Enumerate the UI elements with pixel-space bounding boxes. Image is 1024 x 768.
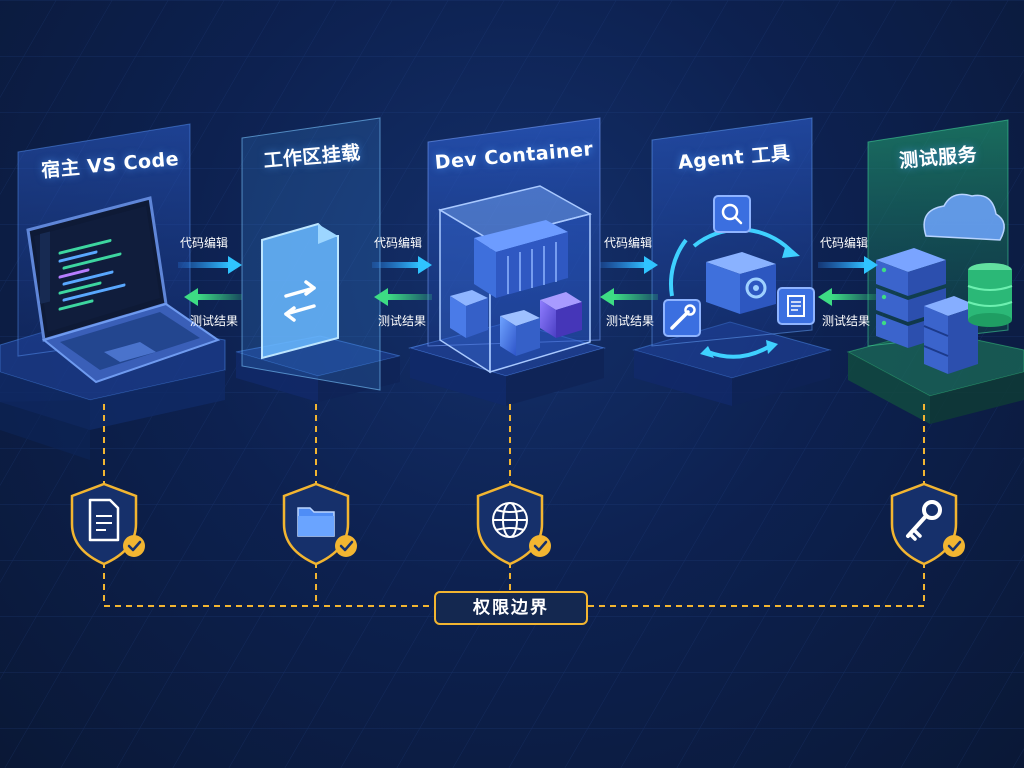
connector-arrows-2: [372, 256, 432, 306]
shield-key: [890, 482, 965, 566]
connector-4-backward-label: 测试结果: [822, 314, 871, 328]
shield-document: [70, 482, 145, 566]
connector-3-forward-label: 代码编辑: [604, 236, 653, 250]
folder-sync-icon: [261, 222, 339, 360]
agent-tools-icon: [663, 195, 815, 359]
connector-arrows-3: [600, 256, 658, 306]
document-icon: [88, 498, 120, 542]
connector-1-backward-label: 测试结果: [190, 314, 239, 328]
check-badge-icon: [943, 535, 965, 557]
connector-2-backward-label: 测试结果: [378, 314, 427, 328]
check-badge-icon: [123, 535, 145, 557]
shield-globe: [476, 482, 551, 566]
key-icon: [906, 500, 942, 541]
check-badge-icon: [529, 535, 551, 557]
container-icon: [438, 185, 592, 374]
connector-2-forward-label: 代码编辑: [374, 236, 423, 250]
laptop-icon: [26, 196, 221, 384]
globe-icon: [492, 502, 528, 538]
folder-icon: [297, 507, 335, 537]
shield-folder: [282, 482, 357, 566]
connector-arrows-1: [178, 256, 242, 306]
connector-3-backward-label: 测试结果: [606, 314, 655, 328]
permission-boundary-label: 权限边界: [434, 591, 588, 625]
connector-arrows-4: [818, 256, 878, 306]
connector-4-forward-label: 代码编辑: [820, 236, 869, 250]
server-cloud-icon: [876, 193, 1013, 374]
check-badge-icon: [335, 535, 357, 557]
connector-1-forward-label: 代码编辑: [180, 236, 229, 250]
